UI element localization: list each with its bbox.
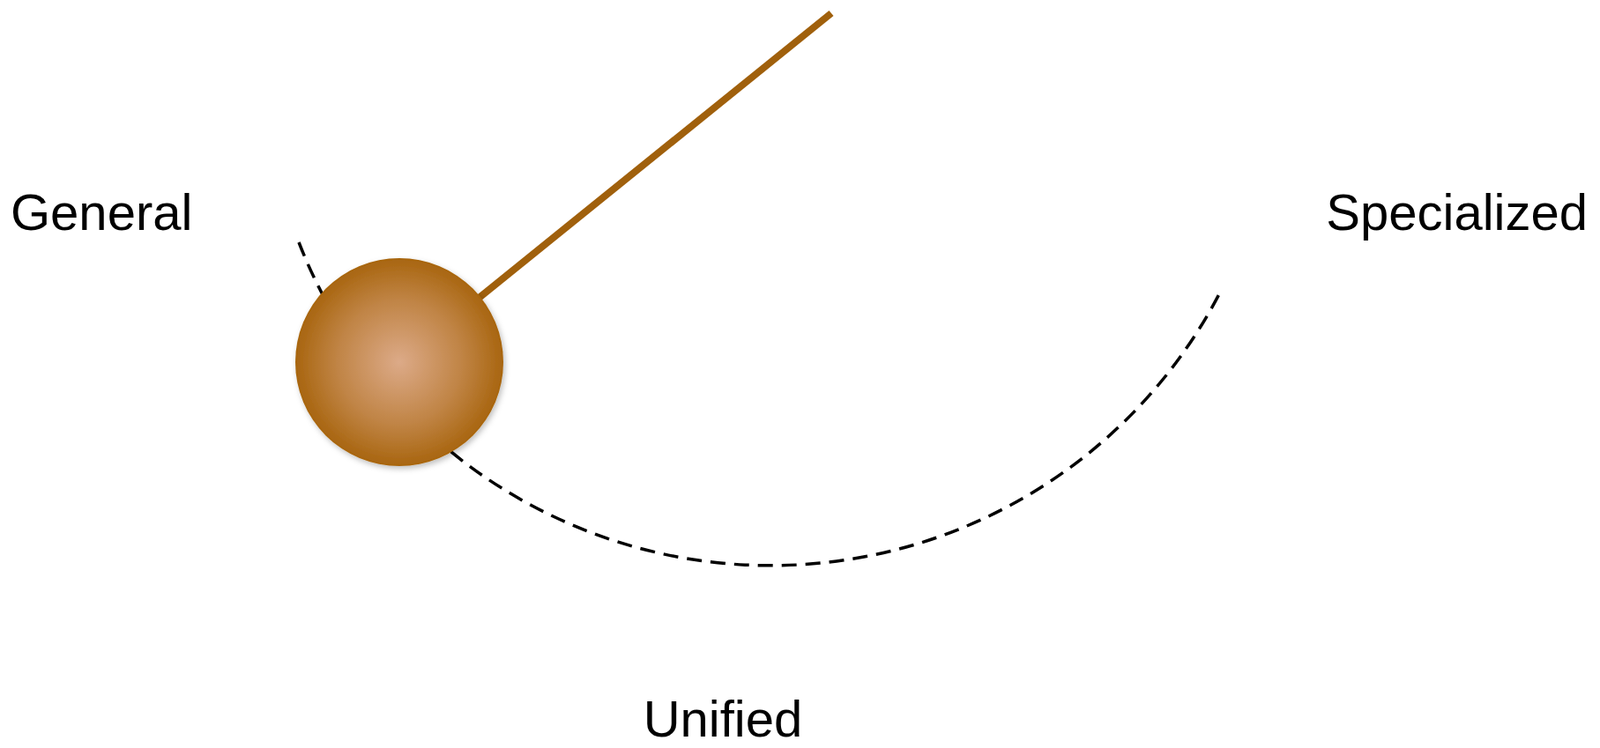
axis-label: Specialized — [1325, 186, 1588, 239]
pendulum-bob — [295, 258, 504, 467]
axis-label: Unified — [643, 693, 804, 745]
axis-label: General — [10, 186, 193, 239]
